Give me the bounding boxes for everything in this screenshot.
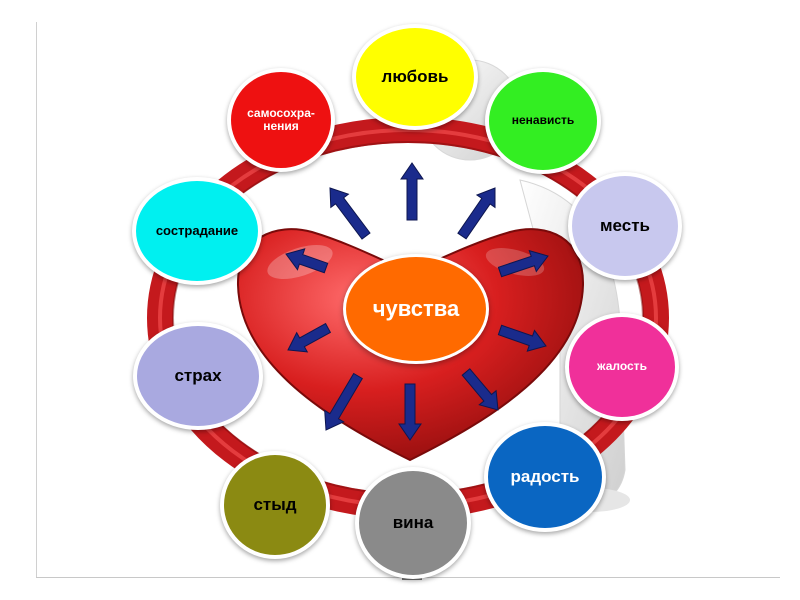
node-label-self-preservation: самосохра- нения — [247, 105, 315, 133]
node-label-pity: жалость — [597, 359, 647, 374]
arrow-down-left — [324, 372, 363, 431]
arrow-down — [398, 383, 422, 441]
node-fear: страх — [133, 322, 263, 430]
center-label: чувства — [372, 296, 460, 321]
node-shame: стыд — [220, 451, 330, 559]
node-label-shame: стыд — [253, 494, 297, 514]
node-joy: радость — [484, 422, 606, 532]
node-love: любовь — [352, 24, 478, 130]
arrow-up-right — [457, 187, 496, 240]
center-node-feelings: чувства — [343, 254, 489, 364]
slide-frame-left — [36, 22, 37, 578]
arrow-down-right — [461, 368, 499, 411]
node-label-compassion: сострадание — [155, 222, 239, 238]
arrow-up-left — [329, 187, 371, 240]
node-label-joy: радость — [510, 466, 580, 486]
node-guilt: вина — [355, 467, 471, 579]
node-label-fear: страх — [174, 365, 222, 385]
arrow-left-down — [287, 322, 332, 353]
arrow-right-down — [497, 324, 547, 352]
node-pity: жалость — [565, 313, 679, 421]
node-compassion: сострадание — [132, 177, 262, 285]
node-revenge: месть — [568, 172, 682, 280]
node-self-preservation: самосохра- нения — [227, 68, 335, 172]
arrow-right-up — [497, 249, 549, 278]
arrow-up — [400, 162, 424, 221]
node-label-love: любовь — [381, 66, 449, 86]
node-hatred: ненависть — [485, 68, 601, 174]
arrow-left-up — [285, 248, 329, 274]
node-label-hatred: ненависть — [511, 113, 575, 128]
node-label-revenge: месть — [599, 215, 651, 235]
arrow-group — [285, 162, 549, 441]
node-label-guilt: вина — [392, 512, 434, 532]
